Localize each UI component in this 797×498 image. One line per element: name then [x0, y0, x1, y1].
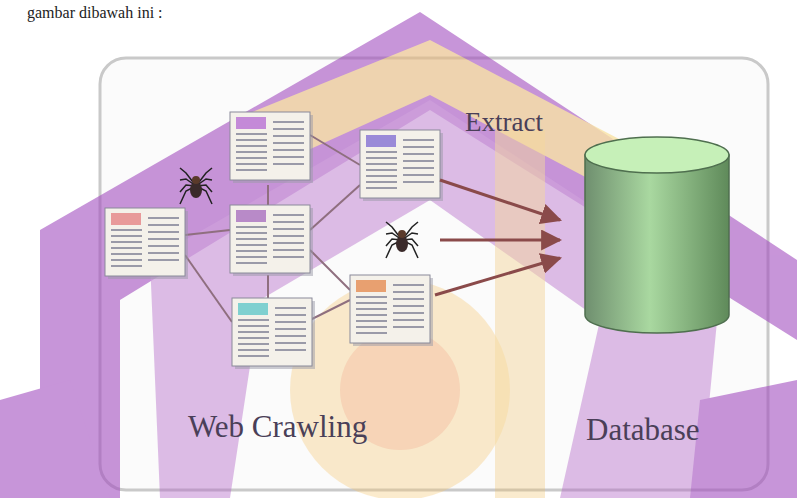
web-page-icon: [232, 298, 315, 369]
web-page-icon: [230, 112, 313, 183]
web-page-icon: [105, 208, 188, 279]
intro-text: gambar dibawah ini :: [27, 4, 163, 22]
web-page-icon: [350, 275, 433, 346]
stage-label: Database: [586, 413, 700, 447]
web-page-icon: [230, 205, 313, 276]
stage-label: Extract: [465, 108, 543, 138]
extract-arrows: [435, 180, 560, 295]
watermark: [0, 12, 797, 498]
web-page-icon: [360, 130, 443, 201]
spider-icon: [386, 222, 418, 258]
stage-label: Web Crawling: [188, 410, 367, 444]
spider-icon: [180, 168, 212, 204]
database-cylinder: [585, 137, 729, 333]
